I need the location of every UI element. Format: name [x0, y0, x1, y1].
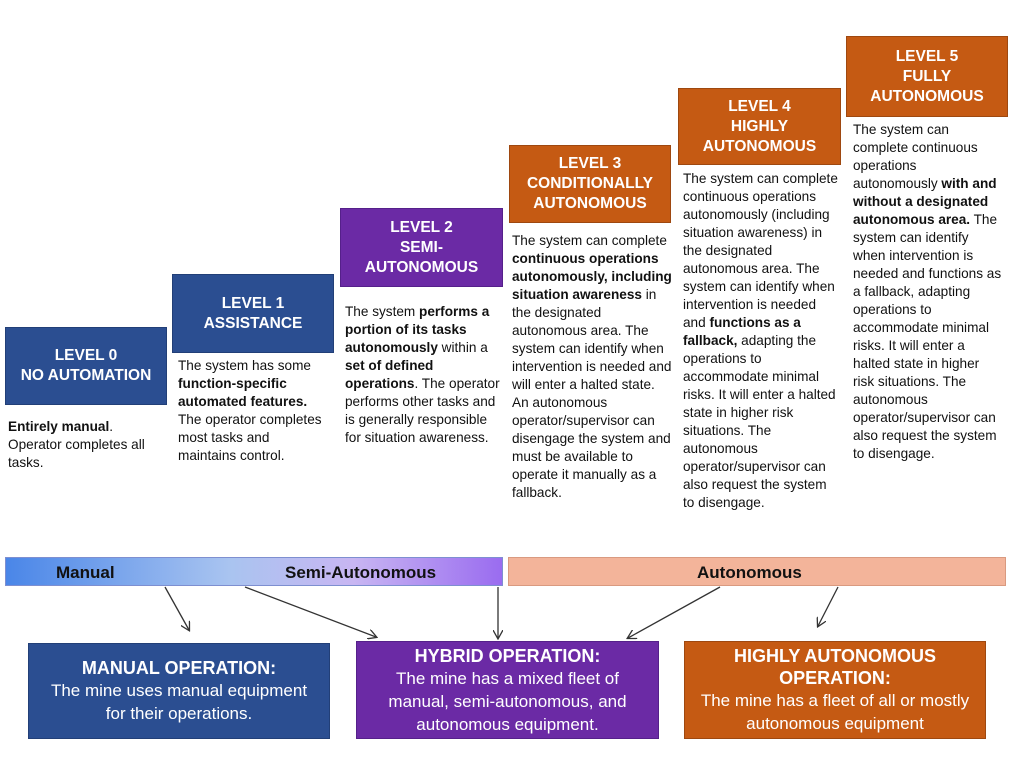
band-label-manual: Manual	[56, 563, 115, 582]
level-4-box: LEVEL 4 HIGHLY AUTONOMOUS	[678, 88, 841, 165]
level-2-description: The system performs a portion of its tas…	[345, 303, 500, 447]
level-1-description: The system has some function-specific au…	[178, 357, 328, 465]
arrow-semi-to-hybrid	[244, 586, 376, 637]
highly-autonomous-operation-title: HIGHLY AUTONOMOUS OPERATION:	[733, 646, 937, 688]
level-2-description-segment: . The operator performs other tasks and …	[345, 376, 500, 445]
level-1-description-segment: The system has some	[178, 358, 311, 373]
level-5-description: The system can complete continuous opera…	[853, 121, 1003, 463]
level-1-description-segment: The operator completes most tasks and ma…	[178, 412, 322, 463]
level-3-box: LEVEL 3 CONDITIONALLY AUTONOMOUS	[509, 145, 671, 223]
level-3-description-segment: continuous operations autonomously, incl…	[512, 251, 672, 302]
arrow-autonomous-to-hybrid	[628, 586, 721, 638]
level-4-description-segment: adapting the operations to accommodate m…	[683, 333, 836, 510]
hybrid-operation-box: HYBRID OPERATION: The mine has a mixed f…	[356, 641, 659, 739]
arrow-manual-to-manual-operation	[164, 586, 189, 630]
manual-operation-title: MANUAL OPERATION:	[81, 658, 277, 678]
band-label-autonomous: Autonomous	[697, 563, 802, 582]
level-3-description-segment: The system can complete	[512, 233, 667, 248]
level-4-description: The system can complete continuous opera…	[683, 170, 838, 512]
level-3-description-segment: in the designated autonomous area. The s…	[512, 287, 672, 500]
level-2-description-segment: The system	[345, 304, 420, 319]
level-1-box: LEVEL 1 ASSISTANCE	[172, 274, 334, 353]
level-5-description-segment: The system can identify when interventio…	[853, 212, 1002, 461]
manual-operation-description: The mine uses manual equipment for their…	[50, 681, 308, 723]
manual-semi-band: Manual Semi-Autonomous	[5, 557, 503, 586]
highly-autonomous-operation-box: HIGHLY AUTONOMOUS OPERATION: The mine ha…	[684, 641, 986, 739]
level-2-description-segment: set of defined operations	[345, 358, 434, 391]
level-5-description-segment: The system can complete continuous opera…	[853, 122, 978, 191]
highly-autonomous-operation-description: The mine has a fleet of all or mostly au…	[700, 691, 970, 733]
band-label-semi-autonomous: Semi-Autonomous	[285, 563, 437, 582]
level-0-description-segment: . Operator completes all tasks.	[8, 419, 145, 470]
level-1-description-segment: function-specific automated features.	[178, 376, 308, 409]
arrow-autonomous-to-highly-autonomous	[818, 586, 839, 626]
level-5-box: LEVEL 5 FULLY AUTONOMOUS	[846, 36, 1008, 117]
level-5-description-segment: with and without a designated autonomous…	[853, 176, 997, 227]
level-2-description-segment: within a	[437, 340, 488, 355]
manual-operation-box: MANUAL OPERATION: The mine uses manual e…	[28, 643, 330, 739]
hybrid-operation-description: The mine has a mixed fleet of manual, se…	[388, 668, 627, 734]
level-0-box: LEVEL 0 NO AUTOMATION	[5, 327, 167, 405]
level-0-description-segment: Entirely manual	[8, 419, 110, 434]
level-4-description-segment: functions as a fallback,	[683, 315, 801, 348]
level-3-description: The system can complete continuous opera…	[512, 232, 672, 502]
level-2-box: LEVEL 2 SEMI- AUTONOMOUS	[340, 208, 503, 287]
level-4-description-segment: The system can complete continuous opera…	[683, 171, 838, 330]
hybrid-operation-title: HYBRID OPERATION:	[414, 645, 601, 666]
level-0-description: Entirely manual. Operator completes all …	[8, 418, 158, 472]
level-2-description-segment: performs a portion of its tasks autonomo…	[345, 304, 490, 355]
autonomous-band: Autonomous	[508, 557, 1006, 586]
